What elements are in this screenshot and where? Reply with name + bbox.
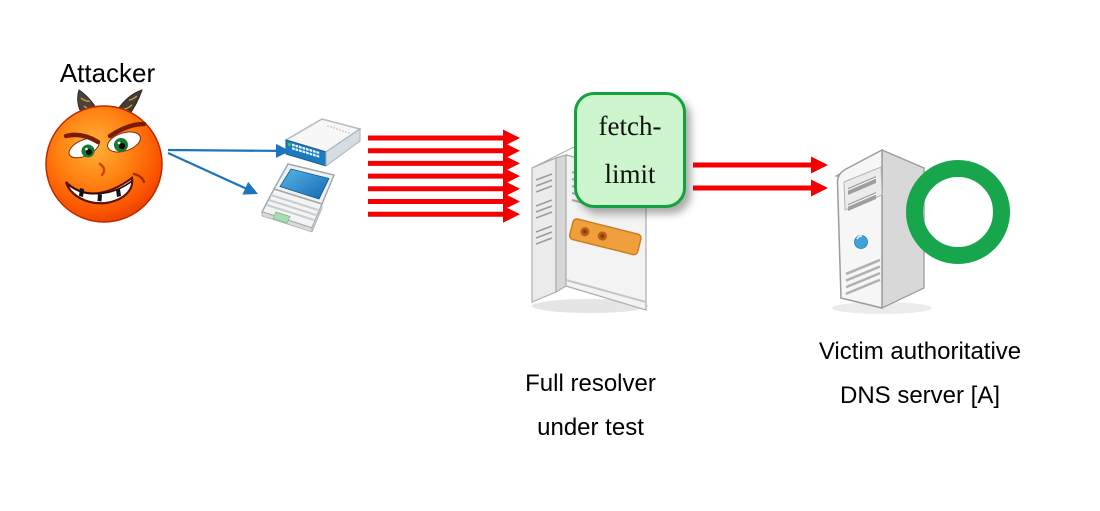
devil-face-icon	[45, 89, 163, 223]
fetch-limit-line2: limit	[604, 159, 656, 189]
victim-caption: Victim authoritative DNS server [A]	[770, 330, 1070, 418]
query-flood-arrows	[368, 129, 520, 223]
resolver-caption-line1: Full resolver	[525, 370, 656, 397]
resolver-caption: Full resolver under test	[468, 362, 713, 450]
laptop-icon	[260, 163, 336, 233]
network-switch-icon	[284, 118, 362, 167]
desktop-server-icon	[832, 148, 932, 314]
fetch-limit-box: fetch- limit	[574, 92, 686, 208]
victim-caption-line2: DNS server [A]	[839, 382, 1001, 409]
fetch-limit-line1: fetch-	[598, 111, 662, 141]
green-ring-icon	[906, 160, 1010, 264]
response-arrows	[693, 156, 828, 197]
attacker-label: Attacker	[59, 58, 156, 88]
resolver-caption-line2: under test	[537, 414, 644, 441]
victim-caption-line1: Victim authoritative	[818, 338, 1022, 365]
